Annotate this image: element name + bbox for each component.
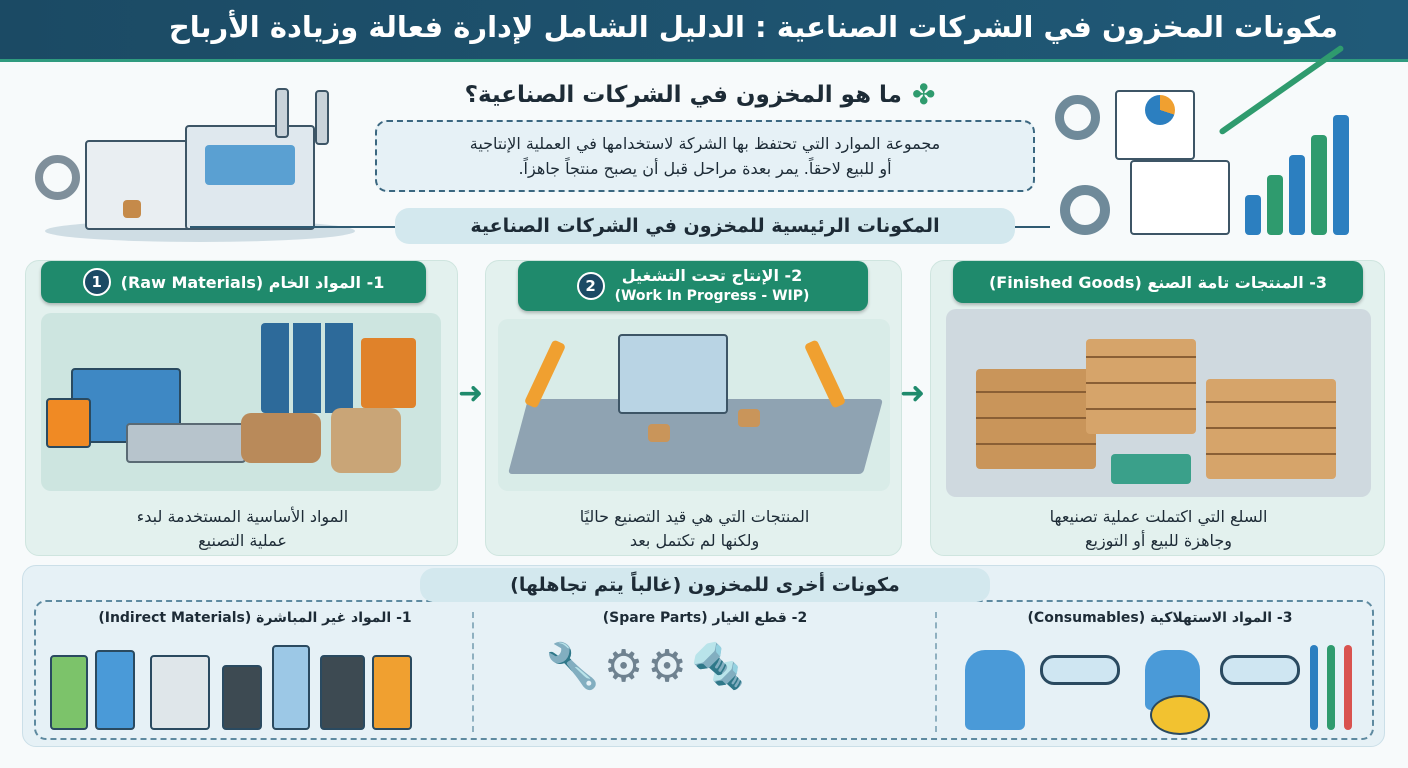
definition-box: مجموعة الموارد التي تحتفظ بها الشركة لاس… bbox=[375, 120, 1035, 192]
definition-line: أو للبيع لاحقاً. يمر بعدة مراحل قبل أن ي… bbox=[518, 159, 892, 178]
column-title-indirect: 1- المواد غير المباشرة (Indirect Materia… bbox=[98, 610, 412, 626]
card-raw-materials: 1- المواد الخام (Raw Materials) 1 المواد… bbox=[25, 260, 458, 556]
question-heading-row: ✤ ما هو المخزون في الشركات الصناعية؟ bbox=[400, 80, 1000, 110]
card-header: 1- المواد الخام (Raw Materials) 1 bbox=[41, 261, 426, 303]
desc-line: عملية التصنيع bbox=[198, 531, 287, 550]
desc-line: المنتجات التي هي قيد التصنيع حاليًا bbox=[579, 507, 810, 526]
arrow-right-icon: ➜ bbox=[458, 376, 484, 411]
desc-line: وجاهزة للبيع أو التوزيع bbox=[1084, 531, 1233, 550]
consumables-illustration bbox=[965, 640, 1365, 735]
production-line-illustration bbox=[498, 319, 890, 491]
warehouse-illustration bbox=[946, 309, 1371, 497]
puzzle-icon: ✤ bbox=[911, 78, 936, 111]
card-work-in-progress: 2- الإنتاج تحت التشغيل (Work In Progress… bbox=[485, 260, 902, 556]
step-number: 1 bbox=[82, 268, 111, 296]
page-title: مكونات المخزون في الشركات الصناعية : الد… bbox=[168, 10, 1338, 44]
card-header: 2- الإنتاج تحت التشغيل (Work In Progress… bbox=[518, 261, 868, 311]
desc-line: السلع التي اكتملت عملية تصنيعها bbox=[1049, 507, 1268, 526]
spare-parts-illustration: 🔧⚙⚙🔩 bbox=[545, 641, 750, 692]
card-description: المواد الأساسية المستخدمة لبدء عملية الت… bbox=[26, 505, 459, 553]
definition-line: مجموعة الموارد التي تحتفظ بها الشركة لاس… bbox=[469, 134, 941, 153]
indirect-materials-illustration bbox=[50, 640, 420, 735]
column-title-spare-parts: 2- قطع الغيار (Spare Parts) bbox=[602, 610, 808, 626]
card-header: 3- المنتجات تامة الصنع (Finished Goods) bbox=[953, 261, 1363, 303]
main-section-title: المكونات الرئيسية للمخزون في الشركات الص… bbox=[395, 208, 1015, 244]
question-heading: ما هو المخزون في الشركات الصناعية؟ bbox=[464, 82, 902, 108]
column-title-consumables: 3- المواد الاستهلاكية (Consumables) bbox=[1027, 610, 1293, 626]
card-description: المنتجات التي هي قيد التصنيع حاليًا ولكن… bbox=[486, 505, 903, 553]
card-title: 1- المواد الخام (Raw Materials) bbox=[120, 272, 385, 292]
card-title: 3- المنتجات تامة الصنع (Finished Goods) bbox=[988, 272, 1328, 292]
factory-illustration bbox=[35, 80, 365, 245]
card-description: السلع التي اكتملت عملية تصنيعها وجاهزة ل… bbox=[931, 505, 1386, 553]
desc-line: المواد الأساسية المستخدمة لبدء bbox=[136, 507, 349, 526]
column-divider bbox=[472, 612, 474, 732]
column-divider bbox=[935, 612, 937, 732]
other-section-title: مكونات أخرى للمخزون (غالباً يتم تجاهلها) bbox=[420, 568, 990, 602]
header-banner: مكونات المخزون في الشركات الصناعية : الد… bbox=[0, 0, 1408, 62]
card-title: 2- الإنتاج تحت التشغيل bbox=[621, 266, 803, 285]
analytics-illustration bbox=[1045, 44, 1390, 245]
arrow-right-icon: ➜ bbox=[900, 376, 926, 411]
raw-materials-illustration bbox=[41, 313, 441, 491]
card-subtitle: (Work In Progress - WIP) bbox=[614, 288, 810, 304]
desc-line: ولكنها لم تكتمل بعد bbox=[629, 531, 760, 550]
card-finished-goods: 3- المنتجات تامة الصنع (Finished Goods) … bbox=[930, 260, 1385, 556]
step-number: 2 bbox=[576, 272, 605, 300]
